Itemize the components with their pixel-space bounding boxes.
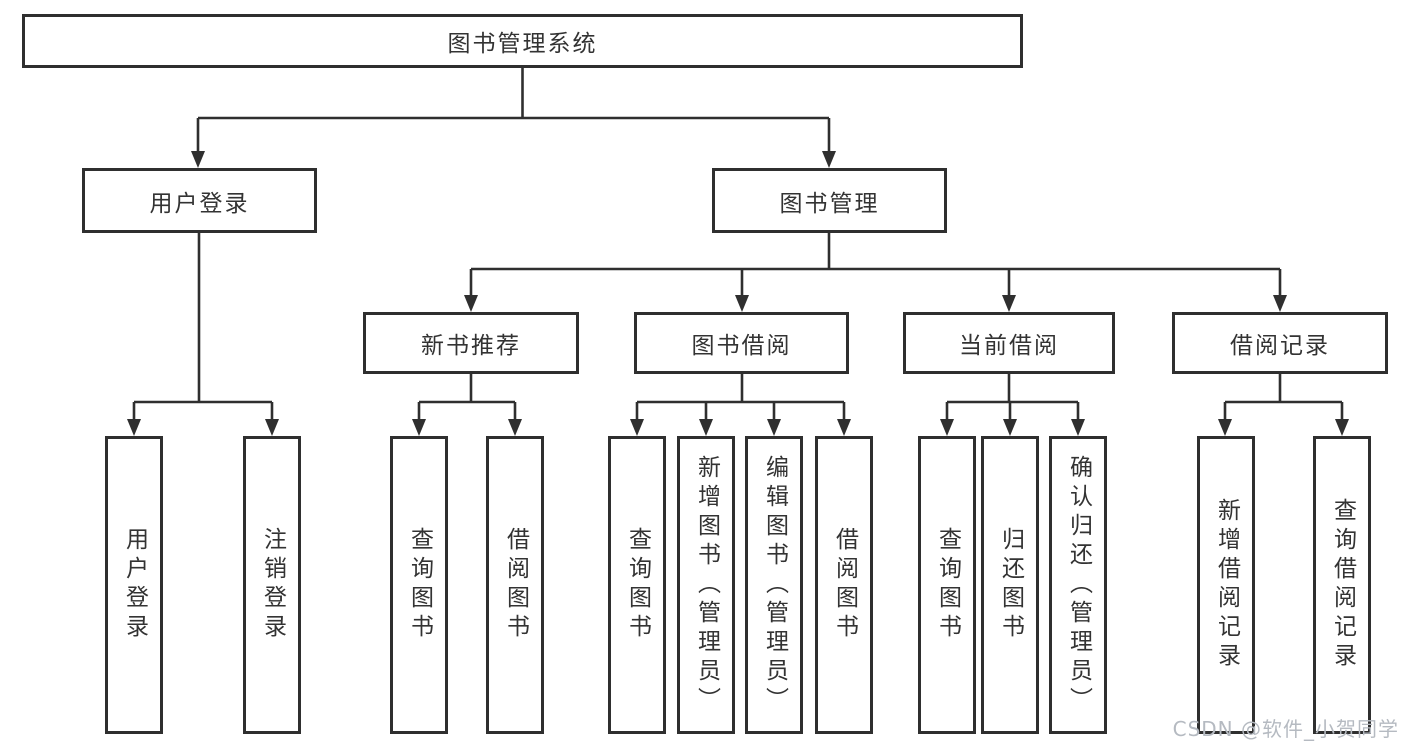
leaf-borrow-books-recommend-label: 借阅图书 [502, 527, 529, 643]
connector-root-to-level2 [191, 68, 836, 168]
node-book-borrowing-label: 图书借阅 [691, 333, 792, 359]
node-borrowing-records-label: 借阅记录 [1230, 333, 1330, 359]
node-book-borrowing: 图书借阅 [634, 312, 849, 374]
leaf-edit-books-admin-label: 编辑图书（管理员） [761, 454, 788, 716]
node-user-login: 用户登录 [82, 168, 317, 233]
leaf-add-books-admin-label: 新增图书（管理员） [693, 454, 720, 716]
leaf-return-books: 归还图书 [981, 436, 1039, 734]
leaf-query-books-current: 查询图书 [918, 436, 976, 734]
leaf-user-login: 用户登录 [105, 436, 163, 734]
node-book-management: 图书管理 [712, 168, 947, 233]
connector-borrow-to-leaves [630, 374, 851, 436]
node-book-management-label: 图书管理 [779, 190, 880, 217]
node-current-borrowing-label: 当前借阅 [959, 333, 1059, 359]
connector-bookmgmt-to-level3 [464, 233, 1287, 312]
node-current-borrowing: 当前借阅 [903, 312, 1115, 374]
leaf-logout-label: 注销登录 [259, 527, 286, 643]
leaf-query-borrow-record-label: 查询借阅记录 [1329, 498, 1356, 672]
leaf-add-borrow-record-label: 新增借阅记录 [1213, 498, 1240, 672]
csdn-watermark: CSDN @软件_小贺同学 [1172, 717, 1399, 741]
connector-current-to-leaves [940, 374, 1085, 436]
leaf-user-login-label: 用户登录 [121, 527, 148, 643]
node-user-login-label: 用户登录 [149, 190, 250, 217]
leaf-confirm-return-admin-label: 确认归还（管理员） [1065, 454, 1092, 716]
connector-records-to-leaves [1218, 374, 1349, 436]
leaf-logout: 注销登录 [243, 436, 301, 734]
leaf-borrow-books-label: 借阅图书 [831, 527, 858, 643]
leaf-query-borrow-record: 查询借阅记录 [1313, 436, 1371, 734]
leaf-borrow-books-recommend: 借阅图书 [486, 436, 544, 734]
connector-userlogin-to-leaves [127, 233, 279, 436]
node-new-book-recommend: 新书推荐 [363, 312, 579, 374]
leaf-query-books-recommend: 查询图书 [390, 436, 448, 734]
leaf-query-books-recommend-label: 查询图书 [406, 527, 433, 643]
leaf-return-books-label: 归还图书 [997, 527, 1024, 643]
leaf-query-books-current-label: 查询图书 [934, 527, 961, 643]
node-borrowing-records: 借阅记录 [1172, 312, 1388, 374]
leaf-add-borrow-record: 新增借阅记录 [1197, 436, 1255, 734]
connector-newbook-to-leaves [412, 374, 522, 436]
node-root-system: 图书管理系统 [22, 14, 1023, 68]
leaf-query-books-borrow: 查询图书 [608, 436, 666, 734]
leaf-add-books-admin: 新增图书（管理员） [677, 436, 735, 734]
node-new-book-recommend-label: 新书推荐 [421, 333, 521, 359]
node-root-label: 图书管理系统 [447, 31, 598, 57]
leaf-borrow-books: 借阅图书 [815, 436, 873, 734]
leaf-confirm-return-admin: 确认归还（管理员） [1049, 436, 1107, 734]
leaf-query-books-borrow-label: 查询图书 [624, 527, 651, 643]
leaf-edit-books-admin: 编辑图书（管理员） [745, 436, 803, 734]
